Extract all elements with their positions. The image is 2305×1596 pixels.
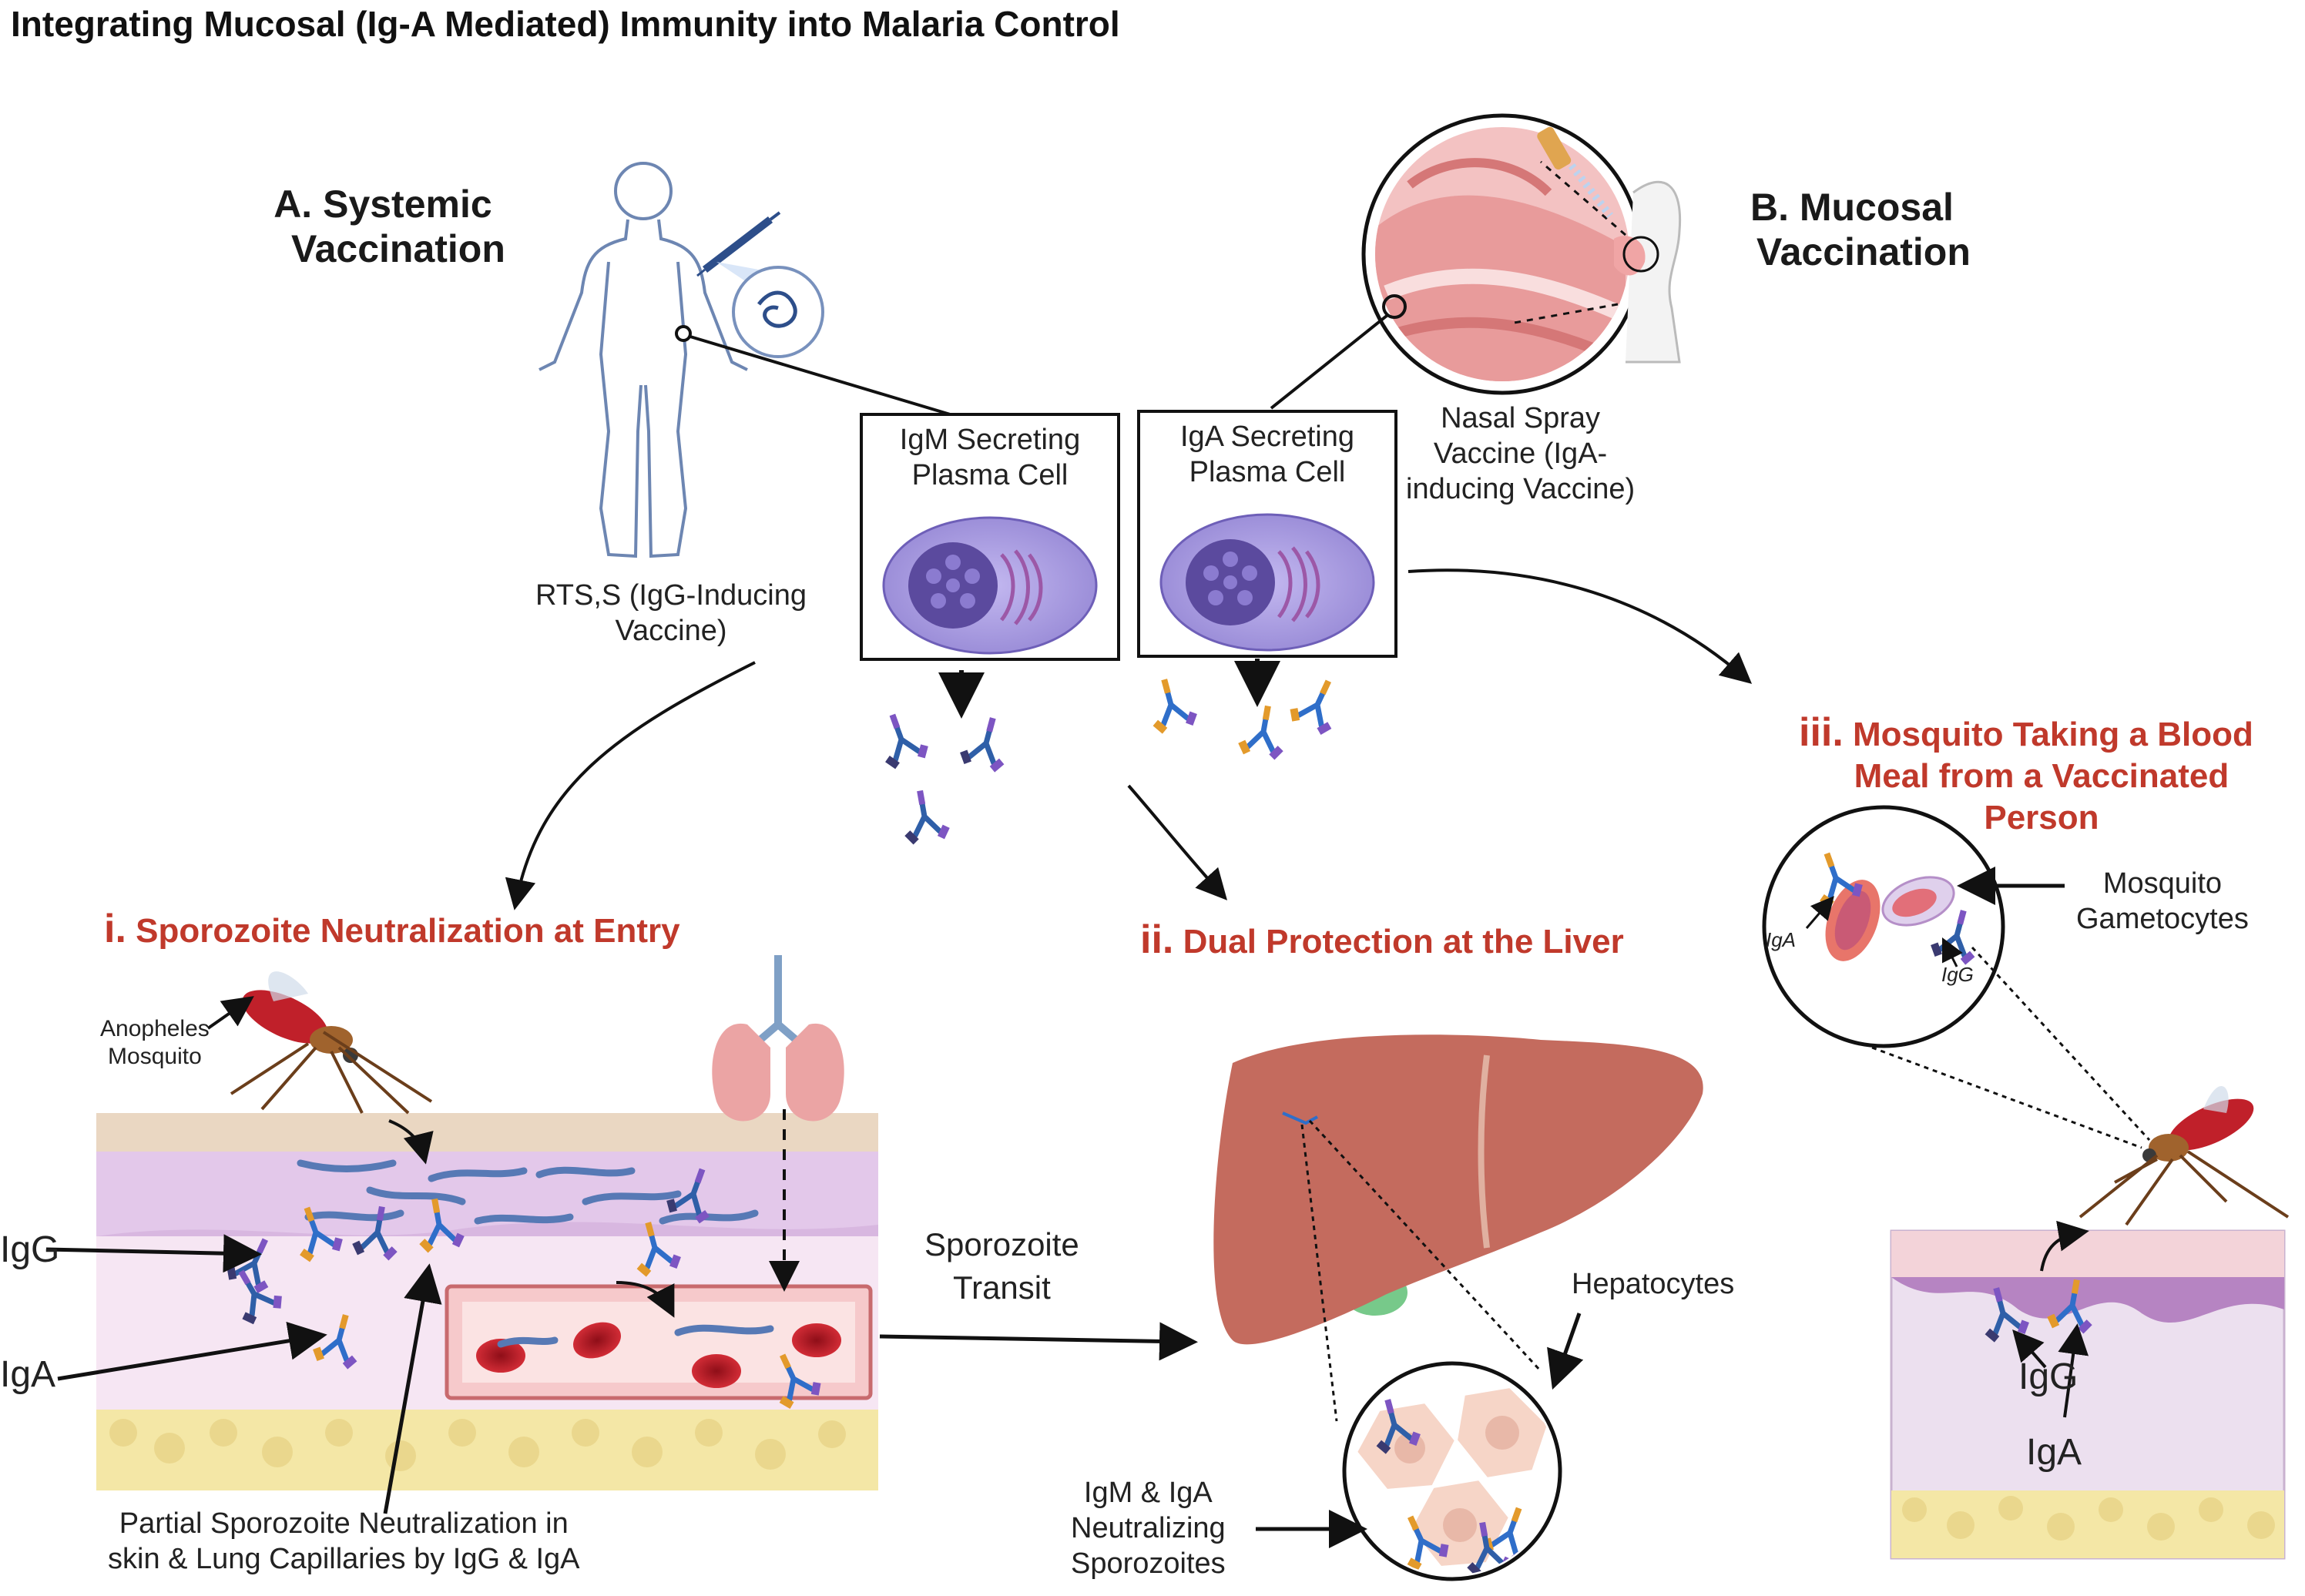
section-b-line2: Vaccination (1756, 230, 1971, 273)
head-profile-icon (1509, 126, 1682, 364)
anopheles-label: Anopheles Mosquito (100, 1015, 210, 1071)
circle-igg-pointer (1941, 937, 1963, 967)
gametocytes-magnifier (1762, 805, 2005, 1048)
panel-iii-numeral: iii. (1799, 710, 1844, 755)
neutral-line2: Neutralizing (1071, 1512, 1226, 1544)
vaccine-a-label: RTS,S (IgG-Inducing Vaccine) (535, 578, 807, 649)
skin-iga-label: IgA (2026, 1432, 2082, 1473)
skin-tissue-panel (96, 1109, 878, 1490)
igm-cell-label: IgM Secreting Plasma Cell (878, 422, 1102, 493)
vaccine-b-line3: inducing Vaccine) (1406, 473, 1636, 505)
hepatocytes-magnifier (1342, 1361, 1562, 1581)
mucosal-to-iii-arrow (1407, 568, 1753, 684)
iga-cell-line1: IgA Secreting (1179, 421, 1355, 453)
iga-cell-line2: Plasma Cell (1189, 456, 1346, 488)
transit-line1: Sporozoite (924, 1226, 1079, 1262)
neutral-line1: IgM & IgA (1083, 1477, 1213, 1509)
igg-label: IgG (0, 1229, 60, 1270)
lungs-icon (712, 955, 844, 1122)
circle-igg-label: IgG (1941, 963, 1974, 986)
human-figure-icon (539, 162, 748, 558)
transit-arrow (879, 1322, 1198, 1361)
sporozoite-transit-label: Sporozoite Transit (924, 1223, 1079, 1309)
bite-arrow (2040, 1220, 2089, 1272)
panel-i-title: i. Sporozoite Neutralization at Entry (104, 906, 680, 952)
section-b-line1: B. Mucosal (1750, 186, 1954, 229)
vaccine-antigen-circle (732, 266, 824, 358)
anopheles-mosquito-icon (230, 971, 433, 1115)
nasal-connector-line (1270, 314, 1388, 410)
panel-i-numeral: i. (104, 907, 126, 951)
circle-iga-pointer (1805, 896, 1834, 929)
partial-neutralization-label: Partial Sporozoite Neutralization in ski… (108, 1506, 580, 1577)
vaccine-b-line1: Nasal Spray (1441, 402, 1601, 434)
anopheles-pointer (206, 996, 254, 1030)
panel-ii-numeral: ii. (1140, 917, 1174, 962)
circle-iga-label: IgA (1766, 928, 1797, 951)
igm-plasma-cell-box (860, 413, 1120, 661)
skin-igg-label: IgG (2018, 1356, 2079, 1397)
anopheles-line1: Anopheles (100, 1016, 210, 1041)
liver-zoom-line-right (1308, 1119, 1542, 1373)
section-a-line2: Vaccination (291, 227, 505, 270)
iga-label: IgA (0, 1354, 56, 1395)
panel-iii-line3: Person (1984, 799, 2099, 837)
vaccinated-person-mosquito-icon (2079, 1085, 2290, 1226)
mosquito-zoom-line-right (1971, 946, 2151, 1142)
igm-cell-line2: Plasma Cell (911, 459, 1069, 491)
panel-i-text: Sporozoite Neutralization at Entry (136, 912, 680, 950)
panel-iii-line1: Mosquito Taking a Blood (1853, 716, 2253, 753)
iga-cell-label: IgA Secreting Plasma Cell (1156, 419, 1379, 490)
liver-zoom-line-left (1300, 1124, 1338, 1422)
iga-antibodies-cluster (1142, 672, 1350, 761)
panel-iii-line2: Meal from a Vaccinated (1854, 757, 2230, 795)
skin-iga-pointer (2058, 1323, 2089, 1418)
vaccine-b-label: Nasal Spray Vaccine (IgA- inducing Vacci… (1406, 401, 1635, 507)
mosq-game-line2: Gametocytes (2076, 903, 2249, 935)
liver-icon (1213, 1034, 1703, 1345)
mosquito-zoom-line-left (1871, 1046, 2142, 1149)
section-a-title: A. Systemic Vaccination (260, 182, 505, 271)
transit-line2: Transit (952, 1269, 1051, 1306)
page-title: Integrating Mucosal (Ig-A Mediated) Immu… (11, 4, 1120, 44)
section-a-line1: A. Systemic (273, 183, 492, 226)
hepatocytes-pointer (1547, 1313, 1584, 1390)
mosq-game-line1: Mosquito (2102, 867, 2223, 900)
panel-ii-title: ii. Dual Protection at the Liver (1140, 917, 1624, 963)
panel-ii-text: Dual Protection at the Liver (1183, 923, 1624, 961)
vaccine-b-line2: Vaccine (IgA- (1433, 438, 1608, 470)
body-marker (675, 325, 692, 342)
neutral-line3: Sporozoites (1071, 1547, 1226, 1580)
antigen-icon (757, 290, 797, 328)
cells-to-ii-arrow (1127, 784, 1228, 900)
partial-neutralization-pointer (383, 1263, 442, 1514)
anopheles-line2: Mosquito (108, 1044, 202, 1069)
neutralizing-label: IgM & IgA Neutralizing Sporozoites (1071, 1475, 1226, 1581)
skin-igg-pointer (2012, 1329, 2047, 1369)
partial-line2: skin & Lung Capillaries by IgG & IgA (108, 1543, 580, 1575)
hepatocytes-label: Hepatocytes (1572, 1268, 1735, 1300)
igm-antibodies-cluster (871, 707, 1015, 846)
systemic-to-i-arrow (505, 661, 756, 910)
partial-line1: Partial Sporozoite Neutralization in (119, 1507, 569, 1540)
nasal-cavity-magnifier (1361, 113, 1643, 395)
igg-pointer-arrow (45, 1234, 262, 1273)
vaccine-a-line1: RTS,S (IgG-Inducing (535, 579, 807, 612)
iga-plasma-cell-box (1137, 410, 1397, 658)
igm-cell-line1: IgM Secreting (899, 424, 1081, 456)
vaccine-a-line2: Vaccine) (615, 615, 727, 647)
body-connector-line (689, 335, 956, 417)
vaccinated-skin-panel (1890, 1229, 2286, 1560)
section-b-title: B. Mucosal Vaccination (1733, 185, 1971, 274)
panel-iii-title: iii. Mosquito Taking a Blood Meal from a… (1799, 712, 2253, 839)
mosquito-gametocytes-label: Mosquito Gametocytes (2076, 866, 2249, 937)
iga-pointer-arrow (57, 1322, 327, 1381)
